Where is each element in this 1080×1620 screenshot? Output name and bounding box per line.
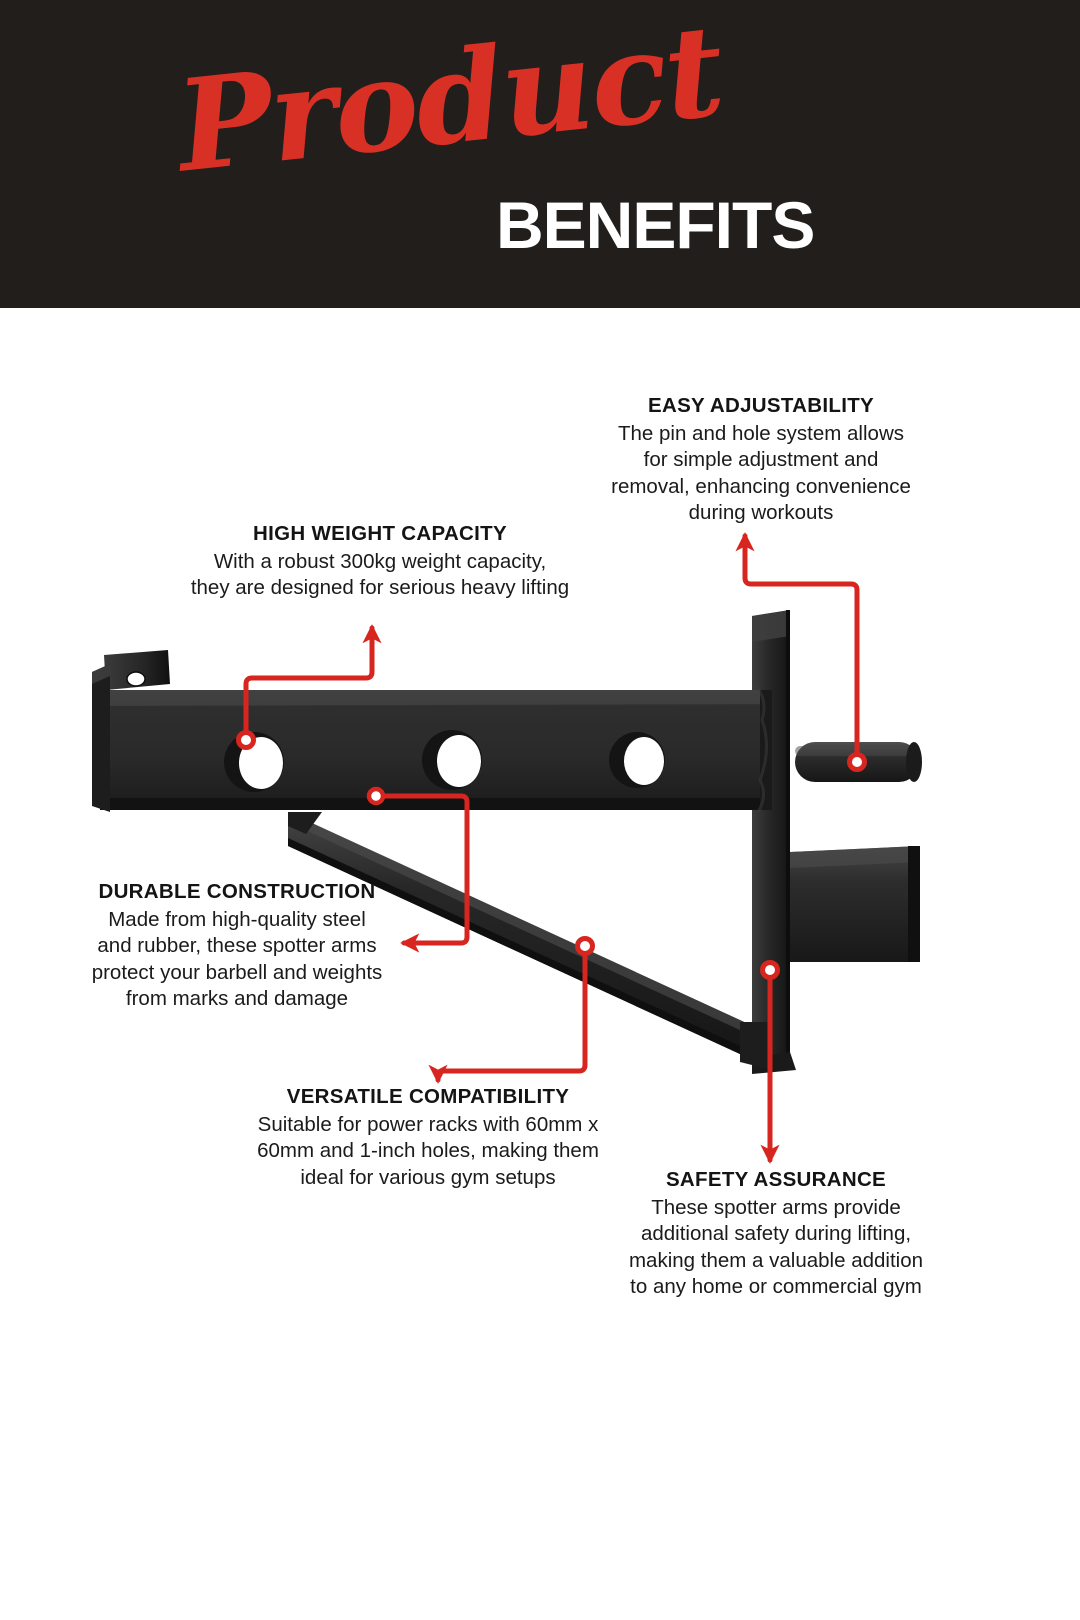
callout-body-easy-adjustability: The pin and hole system allows for simpl… <box>611 421 911 524</box>
header-title-group: Product BENEFITS <box>0 0 1080 308</box>
page-title-bold: BENEFITS <box>496 188 815 262</box>
callout-title-safety-assurance: SAFETY ASSURANCE <box>665 1168 887 1191</box>
connector-easy-adjustability <box>735 532 860 765</box>
callout-safety-assurance: SAFETY ASSURANCE These spotter arms prov… <box>608 1166 944 1300</box>
connector-high-weight-capacity <box>243 624 382 743</box>
callout-easy-adjustability: EASY ADJUSTABILITY The pin and hole syst… <box>576 392 946 526</box>
callout-title-easy-adjustability: EASY ADJUSTABILITY <box>648 394 874 417</box>
connector-dot-versatile-compatibility <box>575 936 595 956</box>
connector-versatile-compatibility <box>428 952 588 1084</box>
connector-durable-construction <box>379 793 470 953</box>
connector-dot-easy-adjustability <box>847 752 867 772</box>
callout-durable-construction: DURABLE CONSTRUCTION Made from high-qual… <box>62 878 412 1012</box>
callout-body-safety-assurance: These spotter arms provide additional sa… <box>628 1195 924 1298</box>
callout-body-durable-construction: Made from high-quality steel and rubber,… <box>91 907 383 1010</box>
callout-title-high-weight-capacity: HIGH WEIGHT CAPACITY <box>253 522 507 545</box>
callout-title-versatile-compatibility: VERSATILE COMPATIBILITY <box>286 1085 570 1108</box>
callout-body-high-weight-capacity: With a robust 300kg weight capacity, the… <box>190 549 570 600</box>
callout-versatile-compatibility: VERSATILE COMPATIBILITY Suitable for pow… <box>238 1083 618 1191</box>
callout-high-weight-capacity: HIGH WEIGHT CAPACITY With a robust 300kg… <box>140 520 620 602</box>
connector-dot-high-weight-capacity <box>236 730 256 750</box>
connector-dot-safety-assurance <box>760 960 780 980</box>
callout-title-durable-construction: DURABLE CONSTRUCTION <box>98 880 376 903</box>
callout-body-versatile-compatibility: Suitable for power racks with 60mm x 60m… <box>257 1112 599 1189</box>
connector-dot-durable-construction <box>366 786 386 806</box>
header-banner: Product BENEFITS <box>0 0 1080 308</box>
